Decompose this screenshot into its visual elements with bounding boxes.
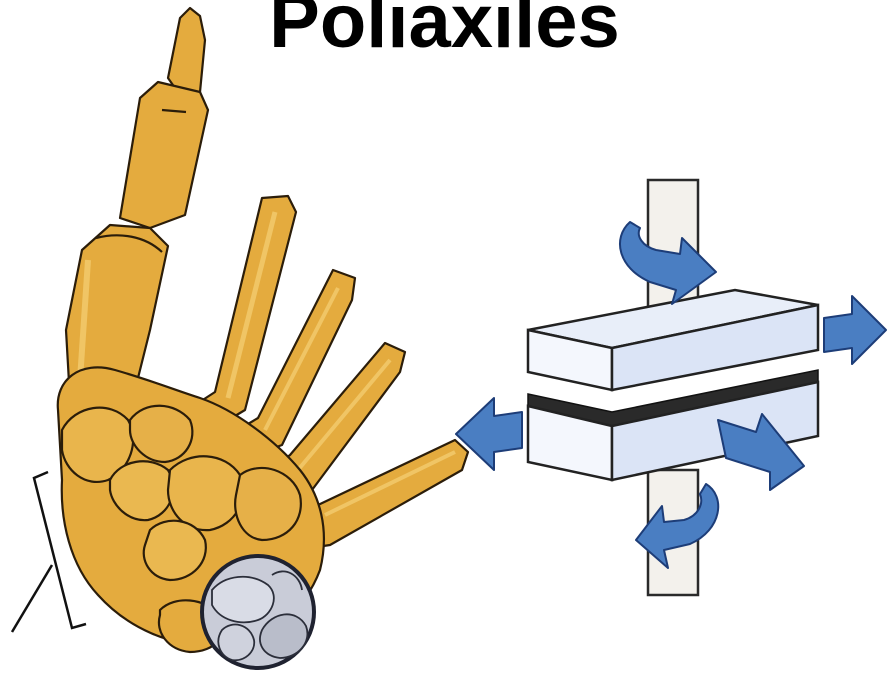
metacarpal-3-highlight [265,288,338,430]
pointer-line [12,565,52,632]
magnified-joint-icon [202,556,314,668]
carpal-capitate [168,456,243,530]
translation-arrow-right [824,296,886,364]
thumb-proximal-phalanx [120,82,208,228]
carpal-hamate [235,468,301,540]
multiaxial-joint-model [456,180,886,595]
thumb-distal-phalanx [168,8,205,98]
